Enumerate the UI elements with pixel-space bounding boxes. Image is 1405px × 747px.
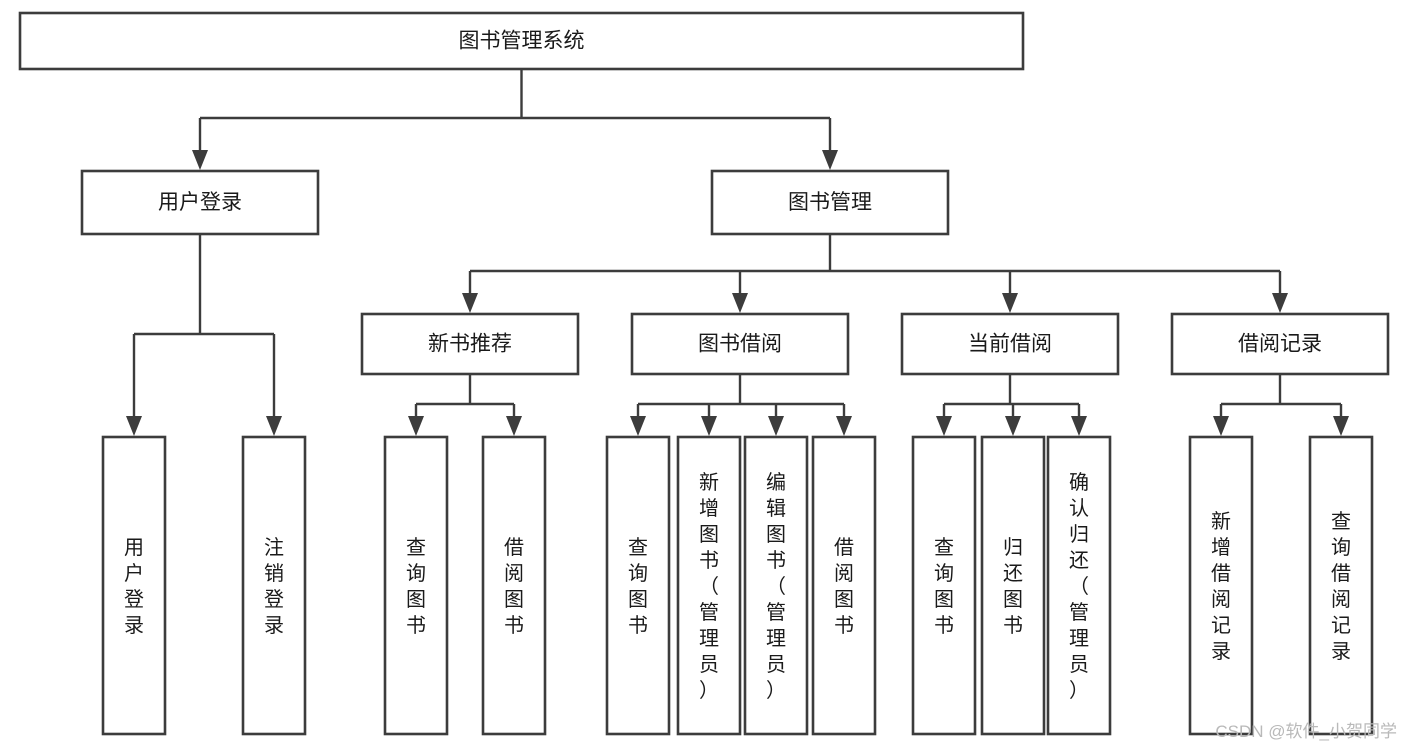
connector-group xyxy=(408,374,522,436)
node-leaf_9[interactable]: 归还图书 xyxy=(980,435,1046,736)
arrow-head-icon xyxy=(1071,416,1087,436)
node-box[interactable] xyxy=(18,11,1025,71)
arrow-head-icon xyxy=(192,150,208,170)
node-box[interactable] xyxy=(383,435,449,736)
node-box[interactable] xyxy=(605,435,671,736)
node-label: 新增借阅记录 xyxy=(1211,510,1231,663)
connector-group xyxy=(1213,374,1349,436)
arrow-head-icon xyxy=(506,416,522,436)
arrow-head-icon xyxy=(768,416,784,436)
node-box[interactable] xyxy=(911,435,977,736)
nodes-layer: 图书管理系统用户登录图书管理新书推荐图书借阅当前借阅借阅记录用户登录注销登录查询… xyxy=(18,11,1390,736)
arrow-head-icon xyxy=(732,293,748,313)
node-leaf_12[interactable]: 查询借阅记录 xyxy=(1308,435,1374,736)
node-label: 借阅图书 xyxy=(834,536,854,637)
node-label: 借阅图书 xyxy=(504,536,524,637)
arrow-head-icon xyxy=(126,416,142,436)
node-box[interactable] xyxy=(676,435,742,736)
connector-group xyxy=(126,234,282,436)
connector-group xyxy=(462,234,1288,313)
node-leaf_1[interactable]: 注销登录 xyxy=(241,435,307,736)
node-label: 编辑图书（管理员） xyxy=(766,471,786,702)
node-label: 用户登录 xyxy=(124,537,144,637)
node-root[interactable]: 图书管理系统 xyxy=(18,11,1025,71)
node-label: 查询图书 xyxy=(406,536,426,637)
node-label: 新书推荐 xyxy=(428,333,512,356)
csdn-watermark: CSDN @软件_小贺同学 xyxy=(1215,722,1397,741)
node-box[interactable] xyxy=(1188,435,1254,736)
node-box[interactable] xyxy=(980,435,1046,736)
node-label: 新增图书（管理员） xyxy=(699,471,719,702)
node-leaf_10[interactable]: 确认归还（管理员） xyxy=(1046,435,1112,736)
connector-group xyxy=(192,69,838,170)
node-leaf_11[interactable]: 新增借阅记录 xyxy=(1188,435,1254,736)
node-box[interactable] xyxy=(743,435,809,736)
node-label: 注销登录 xyxy=(264,536,284,637)
node-label: 查询图书 xyxy=(934,536,954,637)
node-box[interactable] xyxy=(630,312,850,376)
node-label: 查询借阅记录 xyxy=(1331,510,1351,663)
node-leaf_8[interactable]: 查询图书 xyxy=(911,435,977,736)
arrow-head-icon xyxy=(1333,416,1349,436)
node-l2_1[interactable]: 图书借阅 xyxy=(630,312,850,376)
node-box[interactable] xyxy=(360,312,580,376)
node-l1_0[interactable]: 用户登录 xyxy=(80,169,320,236)
node-box[interactable] xyxy=(241,435,307,736)
node-l2_0[interactable]: 新书推荐 xyxy=(360,312,580,376)
node-box[interactable] xyxy=(80,169,320,236)
node-label: 当前借阅 xyxy=(968,333,1052,356)
arrow-head-icon xyxy=(836,416,852,436)
node-label: 归还图书 xyxy=(1003,536,1023,637)
node-leaf_4[interactable]: 查询图书 xyxy=(605,435,671,736)
arrow-head-icon xyxy=(1213,416,1229,436)
arrow-head-icon xyxy=(1272,293,1288,313)
node-box[interactable] xyxy=(1046,435,1112,736)
node-box[interactable] xyxy=(481,435,547,736)
node-l2_3[interactable]: 借阅记录 xyxy=(1170,312,1390,376)
node-label: 图书管理 xyxy=(788,191,872,214)
node-label: 确认归还（管理员） xyxy=(1069,471,1089,702)
node-box[interactable] xyxy=(811,435,877,736)
node-label: 查询图书 xyxy=(628,536,648,637)
arrow-head-icon xyxy=(630,416,646,436)
node-box[interactable] xyxy=(710,169,950,236)
arrow-head-icon xyxy=(1002,293,1018,313)
node-leaf_6[interactable]: 编辑图书（管理员） xyxy=(743,435,809,736)
node-leaf_2[interactable]: 查询图书 xyxy=(383,435,449,736)
connector-group xyxy=(936,374,1087,436)
node-leaf_5[interactable]: 新增图书（管理员） xyxy=(676,435,742,736)
arrow-head-icon xyxy=(936,416,952,436)
connectors-layer xyxy=(126,69,1349,436)
arrow-head-icon xyxy=(408,416,424,436)
node-leaf_7[interactable]: 借阅图书 xyxy=(811,435,877,736)
arrow-head-icon xyxy=(701,416,717,436)
arrow-head-icon xyxy=(1005,416,1021,436)
node-label: 借阅记录 xyxy=(1238,333,1322,356)
node-label: 图书借阅 xyxy=(698,333,782,356)
node-l1_1[interactable]: 图书管理 xyxy=(710,169,950,236)
node-box[interactable] xyxy=(1308,435,1374,736)
arrow-head-icon xyxy=(822,150,838,170)
node-box[interactable] xyxy=(101,435,167,736)
node-leaf_0[interactable]: 用户登录 xyxy=(101,435,167,736)
node-box[interactable] xyxy=(900,312,1120,376)
node-box[interactable] xyxy=(1170,312,1390,376)
node-label: 用户登录 xyxy=(158,191,242,214)
node-l2_2[interactable]: 当前借阅 xyxy=(900,312,1120,376)
node-label: 图书管理系统 xyxy=(459,30,585,53)
connector-group xyxy=(630,374,852,436)
node-leaf_3[interactable]: 借阅图书 xyxy=(481,435,547,736)
arrow-head-icon xyxy=(266,416,282,436)
arrow-head-icon xyxy=(462,293,478,313)
